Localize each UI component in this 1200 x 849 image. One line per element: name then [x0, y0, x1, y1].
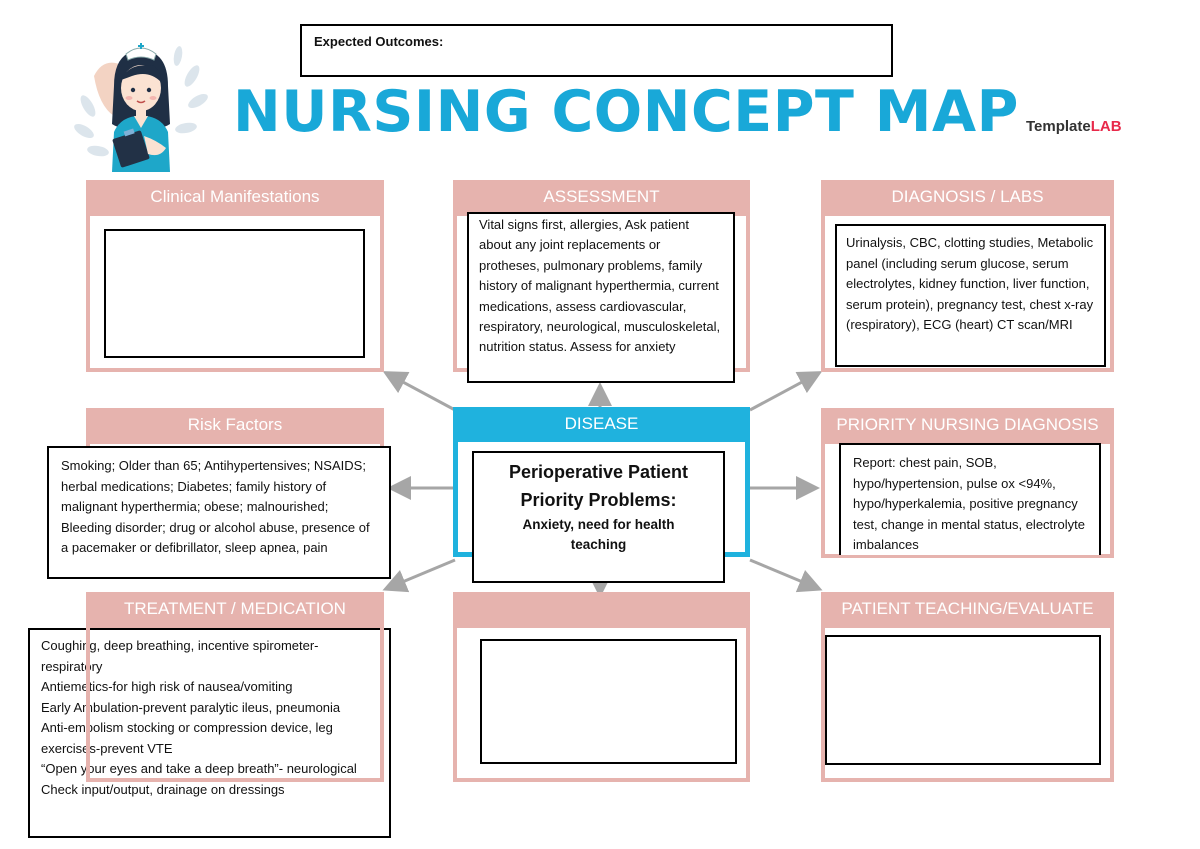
patient-teaching-box	[825, 635, 1101, 765]
arrow-to-treatment	[382, 558, 456, 593]
risk-factors-title: Risk Factors	[187, 415, 283, 434]
arrow-to-teaching	[749, 558, 823, 593]
priority-nursing-diagnosis-box: Report: chest pain, SOB, hypo/hypertensi…	[839, 443, 1101, 555]
patient-teaching-title: PATIENT TEACHING/EVALUATE	[841, 599, 1094, 618]
priority-nursing-diagnosis-text: Report: chest pain, SOB, hypo/hypertensi…	[853, 455, 1085, 552]
clinical-manifestations-title: Clinical Manifestations	[150, 187, 320, 206]
treatment-medication-box: Coughing, deep breathing, incentive spir…	[28, 628, 391, 838]
assessment-text: Vital signs first, allergies, Ask patien…	[479, 217, 721, 355]
disease-name: Perioperative Patient	[508, 462, 689, 482]
treatment-line-4: Anti-embolism stocking or compression de…	[41, 720, 333, 756]
templatelab-logo: TemplateLAB	[1026, 118, 1122, 135]
treatment-line-2: Antiemetics-for high risk of nausea/vomi…	[41, 679, 293, 694]
priority-problems-label: Priority Problems:	[520, 490, 677, 510]
diagnosis-labs-text: Urinalysis, CBC, clotting studies, Metab…	[846, 235, 1094, 332]
assessment-box: Vital signs first, allergies, Ask patien…	[467, 212, 735, 383]
nurse-icon	[74, 43, 208, 172]
treatment-line-6: Check input/output, drainage on dressing…	[41, 781, 285, 797]
risk-factors-box: Smoking; Older than 65; Antihypertensive…	[47, 446, 391, 579]
treatment-medication-title: TREATMENT / MEDICATION	[124, 599, 346, 618]
arrow-to-diagnosis	[749, 371, 823, 412]
risk-factors-text: Smoking; Older than 65; Antihypertensive…	[61, 458, 370, 555]
treatment-medication-panel: TREATMENT / MEDICATION	[86, 592, 384, 782]
disease-box: Perioperative Patient Priority Problems:…	[472, 451, 725, 583]
treatment-line-3: Early Ambulation-prevent paralytic ileus…	[41, 699, 341, 715]
diagnosis-labs-box: Urinalysis, CBC, clotting studies, Metab…	[835, 224, 1106, 367]
treatment-medication-area	[90, 628, 380, 778]
assessment-title: ASSESSMENT	[543, 187, 660, 206]
brand-part2: LAB	[1090, 118, 1122, 135]
bottom-center-box	[480, 639, 737, 764]
treatment-line-5: “Open your eyes and take a deep breath”-…	[41, 761, 357, 776]
arrow-to-clinical	[382, 371, 456, 412]
disease-title: DISEASE	[564, 414, 639, 433]
priority-problems-text: Anxiety, need for health teaching	[522, 517, 675, 552]
nurse-illustration	[74, 36, 208, 172]
priority-nursing-diagnosis-title: PRIORITY NURSING DIAGNOSIS	[836, 415, 1099, 434]
diagnosis-labs-title: DIAGNOSIS / LABS	[891, 187, 1044, 206]
clinical-manifestations-box	[104, 229, 365, 358]
expected-outcomes-box: Expected Outcomes:	[300, 24, 893, 77]
treatment-line-1: Coughing, deep breathing, incentive spir…	[41, 638, 319, 674]
expected-outcomes-label: Expected Outcomes:	[314, 34, 444, 49]
page-title: NURSING CONCEPT MAP	[233, 79, 1019, 145]
brand-part1: Template	[1026, 118, 1091, 135]
bottom-center-title	[453, 592, 750, 626]
